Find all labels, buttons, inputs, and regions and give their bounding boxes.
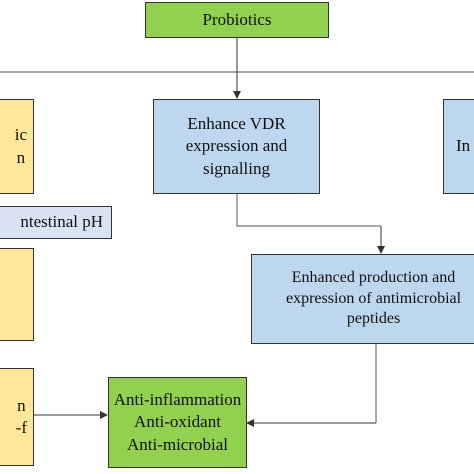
probiotics-box: Probiotics — [145, 2, 329, 38]
vdr-expression-box: Enhance VDR expression and signalling — [153, 99, 320, 194]
left-bottom-partial-box: n -f — [0, 368, 34, 466]
right-partial-box: In — [443, 99, 474, 194]
left-top-partial-box: ic n — [0, 99, 34, 194]
intestinal-ph-box: ntestinal pH — [0, 206, 112, 239]
vdr-to-peptides-connector — [236, 194, 381, 227]
left-middle-partial-box — [0, 248, 34, 341]
antimicrobial-peptides-box: Enhanced production and expression of an… — [251, 254, 474, 344]
outcomes-box: Anti-inflammation Anti-oxidant Anti-micr… — [108, 377, 247, 468]
